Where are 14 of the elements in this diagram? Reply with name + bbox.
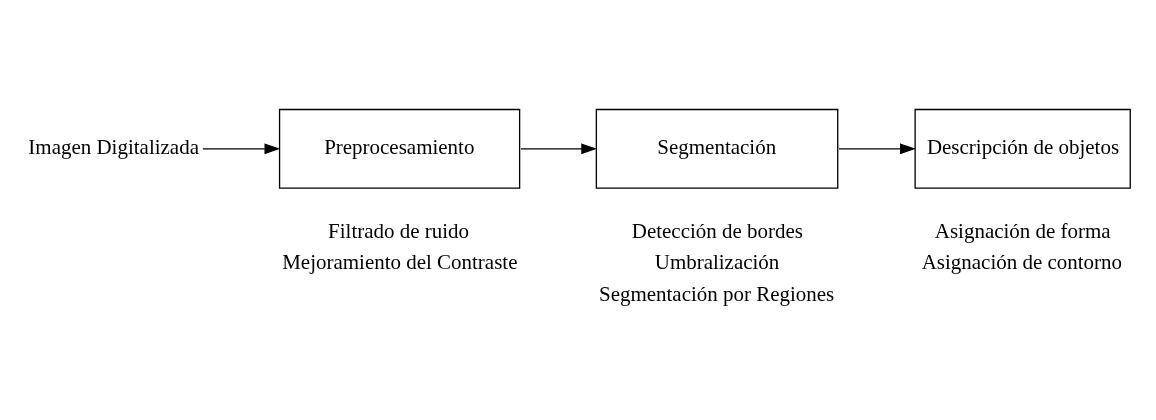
node-label: Asignación de forma <box>934 218 1111 243</box>
node-label: Segmentación por Regiones <box>598 281 835 306</box>
node-box: Segmentación <box>595 108 839 189</box>
node-box: Preprocesamiento <box>278 108 521 189</box>
node-text: Imagen Digitalizada <box>28 134 199 159</box>
node-label: Detección de bordes <box>631 218 803 243</box>
arrow <box>838 142 916 154</box>
node-label: Umbralización <box>654 249 780 274</box>
node-box: Descripción de objetos <box>914 108 1131 189</box>
node-label: Mejoramiento del Contraste <box>282 249 518 274</box>
arrow <box>520 142 598 154</box>
node-label: Filtrado de ruido <box>328 218 470 243</box>
node-label: Asignación de contorno <box>921 249 1123 274</box>
arrow <box>202 142 281 154</box>
